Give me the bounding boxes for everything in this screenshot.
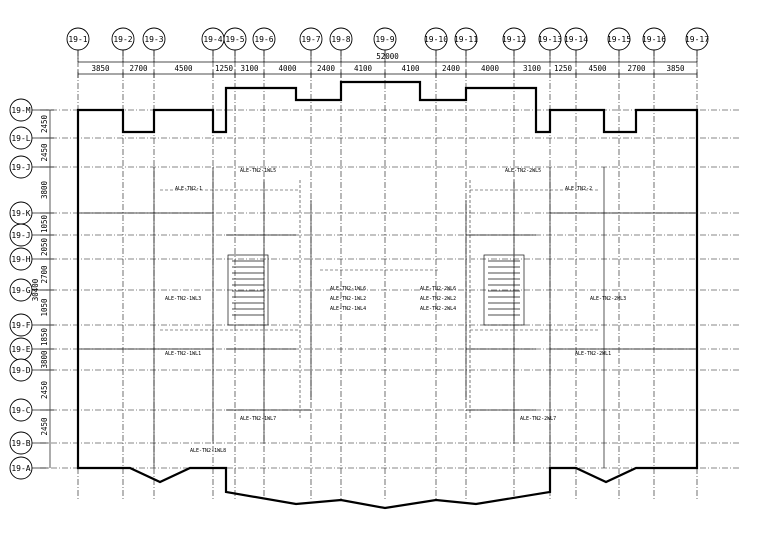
axis-label-left: 19-F [11,321,30,330]
axis-label-left: 19-E [11,345,30,354]
axis-label-left: 19-H [11,255,30,264]
stair-core [483,254,525,326]
circuit-label: ALE-TN2-2WL5 [505,168,541,174]
left-dimension-value: 2050 [40,237,49,256]
axis-label-left: 19-J [11,231,30,240]
circuit-label: ALE-TN2-1WL3 [165,296,201,302]
axis-label-left: 19-G [11,286,30,295]
segment-dimension-value: 1250 [554,64,573,73]
left-dimension-value: 1850 [40,327,49,346]
circuit-label: ALE-TN2-1WL8 [190,448,226,454]
axis-label-left: 19-D [11,366,30,375]
segment-dimension-value: 3100 [240,64,259,73]
segment-dimension-value: 3100 [523,64,542,73]
left-dimension-value: 3800 [40,350,49,369]
axis-label-left: 19-B [11,439,30,448]
segment-dimension-value: 4000 [481,64,500,73]
axis-label-top: 19-13 [538,35,562,44]
axis-label-top: 19-11 [454,35,478,44]
segment-dimension-value: 1250 [215,64,234,73]
segment-dimension-value: 3850 [91,64,110,73]
segment-dimension-value: 2700 [129,64,148,73]
segment-dimension-value: 4100 [401,64,420,73]
axis-label-left: 19-A [11,464,30,473]
segment-dimension-value: 4000 [278,64,297,73]
circuit-label: ALE-TN2-2WL1 [575,351,611,357]
axis-label-top: 19-16 [642,35,666,44]
left-dimension-value: 1050 [40,298,49,317]
left-axis-bubbles: 19-M 19-L 19-J 19-K 19-J 19-H 19-G 19-F 19-E 19-D… [9,98,48,480]
circuit-label: ALE-TN2-1WL6 [330,286,366,292]
axis-label-left: 19-M [11,106,30,115]
circuit-label: ALE-TN2-2WL4 [420,306,456,312]
axis-label-top: 19-7 [301,35,320,44]
axis-label-top: 19-2 [113,35,132,44]
axis-label-top: 19-8 [331,35,350,44]
segment-dimension-value: 4500 [588,64,607,73]
axis-label-left: 19-C [11,406,30,415]
circuit-label: ALE-TN2-1 [175,186,202,192]
stair-core [227,254,269,326]
axis-label-top: 19-4 [203,35,222,44]
circuit-label: ALE-TN2-1WL4 [330,306,366,312]
axis-label-top: 19-3 [144,35,163,44]
axis-label-top: 19-12 [502,35,526,44]
circuit-label: ALE-TN2-1WL1 [165,351,201,357]
building-walls [76,80,699,510]
segment-dimension-value: 2400 [317,64,336,73]
left-dimension-value: 2450 [40,143,49,162]
overall-dimension-value: 52000 [376,52,399,61]
circuit-label: ALE-TN2-1WL5 [240,168,276,174]
axis-label-top: 19-15 [607,35,631,44]
circuit-label: ALE-TN2-2WL7 [520,416,556,422]
segment-dimension-value: 2400 [442,64,461,73]
left-dimension-value: 2450 [40,380,49,399]
circuit-label: ALE-TN2-2WL6 [420,286,456,292]
left-dimension-value: 3800 [40,180,49,199]
circuit-label: ALE-TN2-2 [565,186,592,192]
axis-label-top: 19-1 [68,35,87,44]
axis-label-top: 19-17 [685,35,709,44]
circuit-label: ALE-TN2-2WL2 [420,296,456,302]
exterior-wall [76,80,699,510]
axis-label-top: 19-14 [564,35,588,44]
left-dimension-value: 2450 [40,417,49,436]
circuit-label: ALE-TN2-2WL3 [590,296,626,302]
axis-label-top: 19-9 [375,35,394,44]
dimension-lines: 52000 3850 2700 4500 1250 3100 4000 2400 4100 410… [31,52,698,468]
segment-dimension-value: 3850 [666,64,685,73]
segment-dimension-value: 4100 [354,64,373,73]
segment-dimension-value: 4500 [174,64,193,73]
left-dimension-value: 2450 [40,114,49,133]
left-dimension-value: 1050 [40,214,49,233]
axis-label-left: 19-K [11,209,30,218]
axis-label-left: 19-J [11,163,30,172]
axis-label-top: 19-5 [225,35,244,44]
axis-label-top: 19-6 [254,35,273,44]
circuit-label: ALE-TN2-1WL2 [330,296,366,302]
axis-label-top: 19-10 [424,35,448,44]
circuit-label: ALE-TN2-1WL7 [240,416,276,422]
segment-dimension-value: 2700 [627,64,646,73]
left-dimension-value: 2700 [40,265,49,284]
axis-label-left: 19-L [11,134,30,143]
